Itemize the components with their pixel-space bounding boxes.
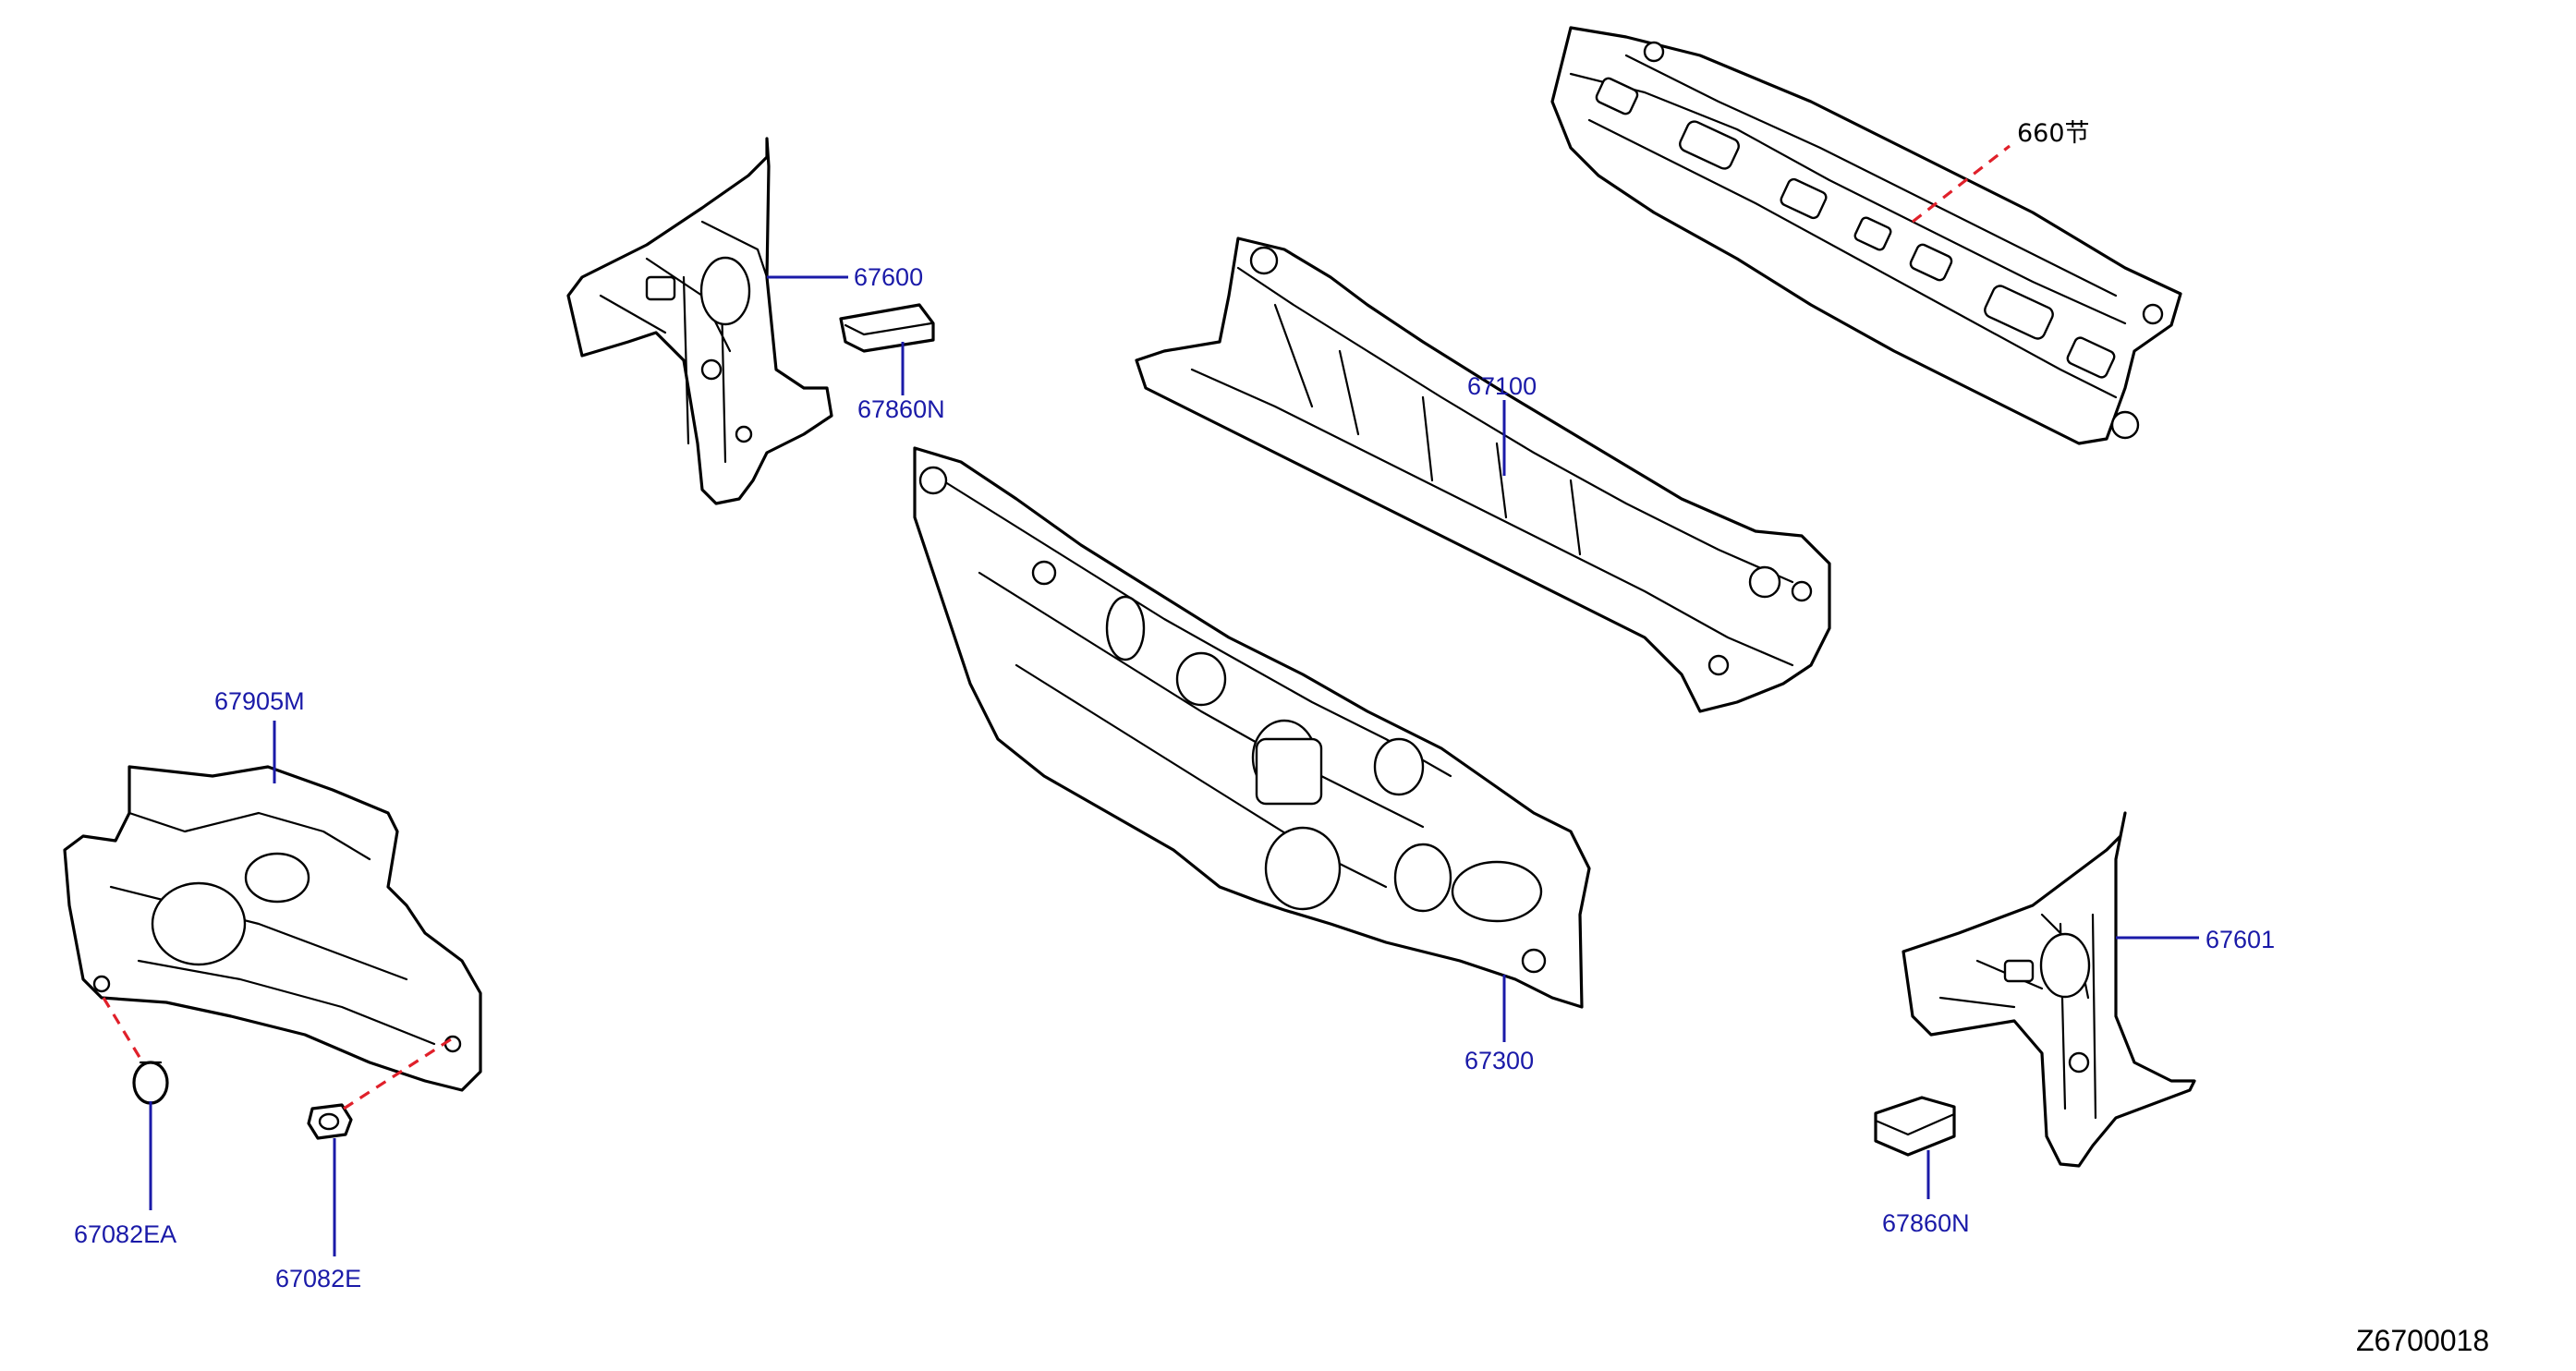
side-panel-lh-part[interactable]: [566, 137, 833, 505]
callout-67082ea[interactable]: 67082EA: [74, 1220, 176, 1248]
side-panel-rh-part[interactable]: [1902, 811, 2196, 1168]
dash-insulator-part[interactable]: [63, 765, 482, 1092]
cowl-top-part[interactable]: [1550, 26, 2182, 445]
callout-660[interactable]: 660节: [2017, 119, 2090, 148]
insulator-pad-lh-part[interactable]: [839, 303, 935, 353]
nut-part[interactable]: [307, 1103, 353, 1140]
callout-67300[interactable]: 67300: [1464, 1047, 1534, 1074]
clip-part[interactable]: [132, 1061, 169, 1105]
callout-67100[interactable]: 67100: [1467, 372, 1537, 400]
callout-67600[interactable]: 67600: [854, 263, 923, 291]
ref-dash-67082ea: [102, 997, 142, 1060]
callout-67082e[interactable]: 67082E: [275, 1265, 361, 1292]
callout-67905m[interactable]: 67905M: [214, 687, 305, 715]
callout-67860n-right[interactable]: 67860N: [1882, 1209, 1970, 1237]
callout-67860n-left[interactable]: 67860N: [857, 395, 945, 423]
cowl-top-extension-part[interactable]: [1135, 237, 1831, 713]
leader-660: [1912, 144, 2011, 224]
dash-panel-part[interactable]: [913, 446, 1591, 1009]
diagram-id: Z6700018: [2356, 1324, 2489, 1357]
insulator-pad-rh-part[interactable]: [1874, 1096, 1956, 1157]
callout-67601[interactable]: 67601: [2205, 926, 2275, 953]
ref-dash-67082e: [343, 1037, 452, 1110]
